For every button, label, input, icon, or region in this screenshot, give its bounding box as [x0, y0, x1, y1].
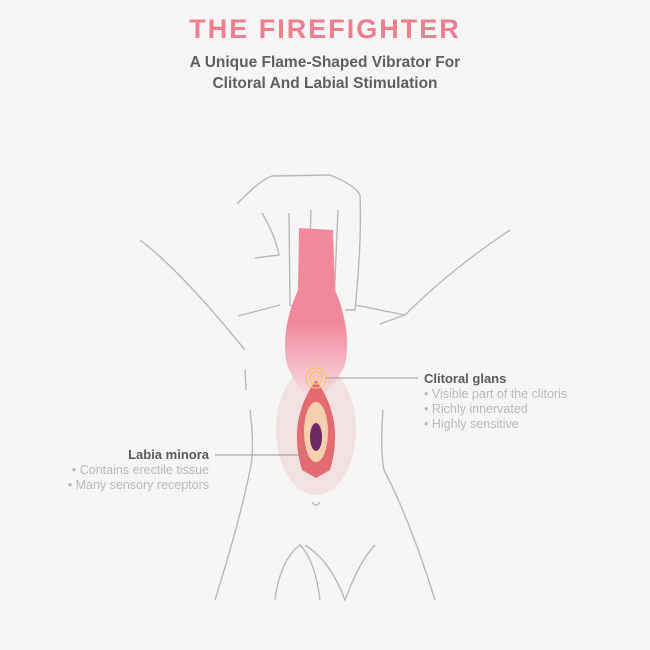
- callout-heading: Labia minora: [128, 447, 209, 462]
- page-title: THE FIREFIGHTER: [189, 14, 461, 44]
- vaginal-opening: [310, 423, 322, 451]
- callout-labia-minora: Labia minora • Contains erectile tissue …: [68, 447, 209, 493]
- callout-clitoral-glans: Clitoral glans • Visible part of the cli…: [424, 371, 567, 432]
- page-subtitle: A Unique Flame-Shaped Vibrator For Clito…: [0, 52, 650, 94]
- vibrator-device: [285, 228, 348, 400]
- callout-bullet: • Contains erectile tissue: [71, 463, 209, 477]
- callout-bullet: • Visible part of the clitoris: [424, 387, 568, 401]
- glans-ring-icon: [305, 367, 327, 389]
- callout-bullet: • Richly innervated: [424, 402, 528, 416]
- subtitle-line-2: Clitoral And Labial Stimulation: [212, 75, 438, 92]
- callout-bullet: • Highly sensitive: [424, 417, 519, 431]
- callout-heading: Clitoral glans: [424, 371, 507, 386]
- subtitle-line-1: A Unique Flame-Shaped Vibrator For: [189, 54, 461, 71]
- callout-bullet: • Many sensory receptors: [67, 478, 209, 492]
